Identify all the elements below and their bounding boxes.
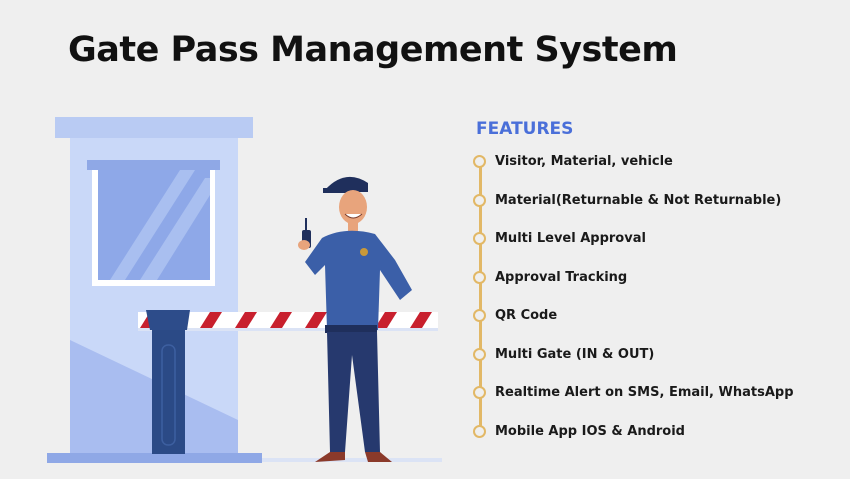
features-heading: FEATURES	[476, 119, 574, 139]
feature-label: Realtime Alert on SMS, Email, WhatsApp	[495, 384, 794, 400]
barrier-arm-icon	[138, 310, 442, 462]
feature-item: QR Code	[473, 305, 557, 325]
feature-item: Realtime Alert on SMS, Email, WhatsApp	[473, 382, 794, 402]
feature-item: Material(Returnable & Not Returnable)	[473, 190, 781, 210]
feature-label: Material(Returnable & Not Returnable)	[495, 192, 782, 208]
timeline-dot-icon	[473, 308, 486, 322]
security-guard-icon	[298, 176, 412, 462]
timeline-dot-icon	[473, 231, 486, 245]
feature-label: Approval Tracking	[495, 269, 628, 285]
feature-label: Multi Level Approval	[495, 230, 646, 246]
timeline-dot-icon	[473, 347, 486, 361]
feature-label: QR Code	[495, 307, 558, 323]
feature-label: Visitor, Material, vehicle	[495, 153, 673, 169]
feature-item: Visitor, Material, vehicle	[473, 151, 673, 171]
guard-booth-icon	[47, 117, 262, 463]
page-title: Gate Pass Management System	[68, 30, 678, 70]
timeline-dot-icon	[473, 424, 486, 438]
timeline-dot-icon	[473, 270, 486, 284]
feature-item: Multi Level Approval	[473, 228, 646, 248]
timeline-dot-icon	[473, 385, 486, 399]
feature-item: Multi Gate (IN & OUT)	[473, 344, 654, 364]
feature-item: Approval Tracking	[473, 267, 627, 287]
timeline-dot-icon	[473, 193, 486, 207]
feature-label: Mobile App IOS & Android	[495, 423, 685, 439]
feature-label: Multi Gate (IN & OUT)	[495, 346, 655, 362]
timeline-dot-icon	[473, 154, 486, 168]
features-timeline	[479, 160, 482, 432]
feature-item: Mobile App IOS & Android	[473, 421, 685, 441]
